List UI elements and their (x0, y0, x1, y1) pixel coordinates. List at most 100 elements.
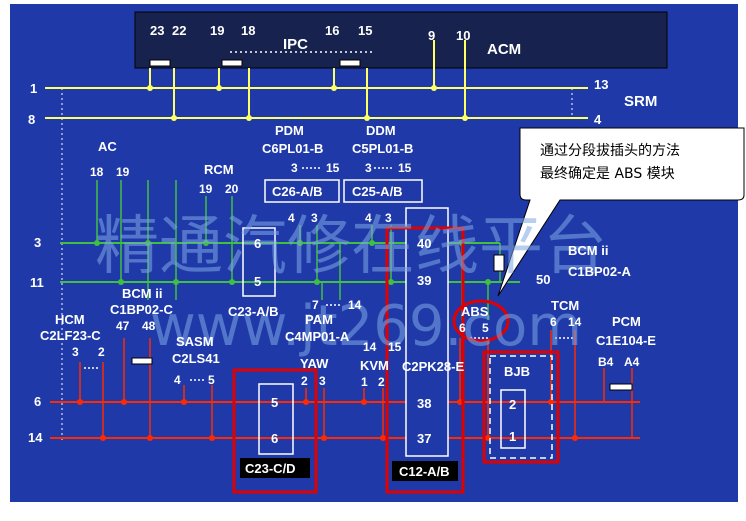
bus-label-6: 6 (34, 394, 41, 409)
pdm-code: C6PL01-B (262, 141, 323, 156)
pin-kvm-14: 14 (363, 340, 377, 354)
pin-pcm-b4: B4 (598, 355, 614, 369)
c12ab-connector-box (405, 207, 449, 457)
pin-pam-7: 7 (312, 298, 319, 312)
pin-rcm-20: 20 (225, 182, 239, 196)
pin-ac-19: 19 (116, 165, 130, 179)
ipc-drop-wires (149, 40, 466, 118)
pin-kvm-15: 15 (388, 340, 402, 354)
c12ab-label: C12-A/B (399, 464, 450, 479)
c25-label: C25-A/B (352, 184, 403, 199)
pin-ipc-16: 16 (325, 23, 339, 38)
c23cd-label-plate (240, 458, 310, 478)
pin-c23ab-5: 5 (254, 274, 261, 289)
bus-label-11: 11 (30, 275, 44, 290)
red-junction-dots (77, 399, 578, 441)
bus-label-1: 1 (30, 81, 37, 96)
pin-c26-3: 3 (311, 211, 318, 225)
bcm-left-code: C1BP02-C (110, 302, 173, 317)
yellow-junction-dots (147, 85, 468, 121)
bjb-inner-box (500, 389, 526, 449)
rcm-label: RCM (204, 162, 234, 177)
pin-c12-37: 37 (417, 431, 431, 446)
pin-c25-4: 4 (365, 211, 372, 225)
ipc-resistor-3 (339, 59, 361, 67)
pam-label: PAM (305, 312, 333, 327)
red-drop-wires (79, 330, 633, 438)
c23cd-highlight-box (232, 368, 318, 494)
pdm-label: PDM (275, 123, 304, 138)
pin-ipc-18: 18 (241, 23, 255, 38)
pin-c26-4: 4 (288, 211, 295, 225)
ac-label: AC (98, 139, 117, 154)
abs-code: C2PK28-E (402, 359, 464, 374)
watermark-line2: www.jt269.com (150, 294, 582, 359)
pin-bjb-1: 1 (509, 429, 516, 444)
c23cd-connector-box (258, 383, 294, 455)
c12ab-label-plate (392, 461, 458, 481)
kvm-label: KVM (360, 358, 389, 373)
hcm-label: HCM (55, 312, 85, 327)
sasm-label: SASM (176, 334, 214, 349)
bjb-label: BJB (504, 364, 530, 379)
pin-abs-5: 5 (482, 321, 489, 335)
pin-bcm-48: 48 (142, 319, 156, 333)
ipc-acm-module-box (134, 11, 668, 69)
srm-label: SRM (624, 93, 657, 110)
pin-c23cd-5: 5 (271, 395, 278, 410)
pcm-label: PCM (612, 314, 641, 329)
bus-label-13: 13 (594, 77, 608, 92)
pin-sasm-5: 5 (208, 373, 215, 387)
pin-c12-40: 40 (417, 236, 431, 251)
bus-label-14: 14 (28, 430, 43, 445)
pam-code: C4MP01-A (285, 329, 350, 344)
callout-line1: 通过分段拔插头的方法 (540, 143, 680, 159)
ddm-label: DDM (366, 123, 396, 138)
pin-ddm-15: 15 (398, 161, 412, 175)
pin-c12-38: 38 (417, 396, 431, 411)
pin-bcm-right-50: 50 (536, 272, 550, 287)
ipc-resistor-1 (149, 59, 171, 67)
callout-line2: 最终确定是 ABS 模块 (540, 166, 675, 182)
pin-c23cd-6: 6 (271, 431, 278, 446)
bus-label-4: 4 (594, 112, 602, 127)
pin-hcm-3: 3 (72, 345, 79, 359)
bjb-dashed-box (489, 355, 553, 459)
pin-pdm-3: 3 (291, 161, 298, 175)
pin-c25-3: 3 (385, 211, 392, 225)
bcm-left-label: BCM ii (122, 286, 162, 301)
pin-kvm-2: 2 (378, 375, 385, 389)
pin-pam-14: 14 (348, 298, 362, 312)
pin-ac-18: 18 (90, 165, 104, 179)
bus-label-3: 3 (34, 235, 41, 250)
c26-label: C26-A/B (272, 184, 323, 199)
pin-abs-6: 6 (459, 321, 466, 335)
pin-c12-39: 39 (417, 273, 431, 288)
pin-acm-9: 9 (428, 28, 435, 43)
ipc-label: IPC (283, 36, 308, 53)
pcm-code: C1E104-E (596, 333, 656, 348)
callout-bubble (497, 127, 745, 297)
pin-pdm-15: 15 (326, 161, 340, 175)
ipc-resistor-2 (221, 59, 243, 67)
pin-pcm-a4: A4 (624, 355, 640, 369)
pin-bcm-47: 47 (116, 319, 130, 333)
pin-ipc-23: 23 (150, 23, 164, 38)
bjb-highlight-box (482, 350, 560, 464)
c26-connector-box (264, 179, 340, 203)
pin-ddm-3: 3 (365, 161, 372, 175)
c25-connector-box (343, 179, 423, 203)
c23ab-label: C23-A/B (228, 304, 279, 319)
c12ab-highlight-box (385, 226, 465, 494)
pin-hcm-2: 2 (98, 345, 105, 359)
pin-yaw-2: 2 (301, 374, 308, 388)
sasm-code: C2LS41 (172, 351, 220, 366)
pin-c23ab-6: 6 (254, 236, 261, 251)
pin-yaw-3: 3 (319, 374, 326, 388)
yaw-label: YAW (300, 356, 329, 371)
bcm-right-code: C1BP02-A (568, 264, 631, 279)
bcm-right-label: BCM ii (568, 243, 608, 258)
pcm-resistor (609, 383, 633, 391)
bcm-left-resistor (131, 357, 153, 365)
